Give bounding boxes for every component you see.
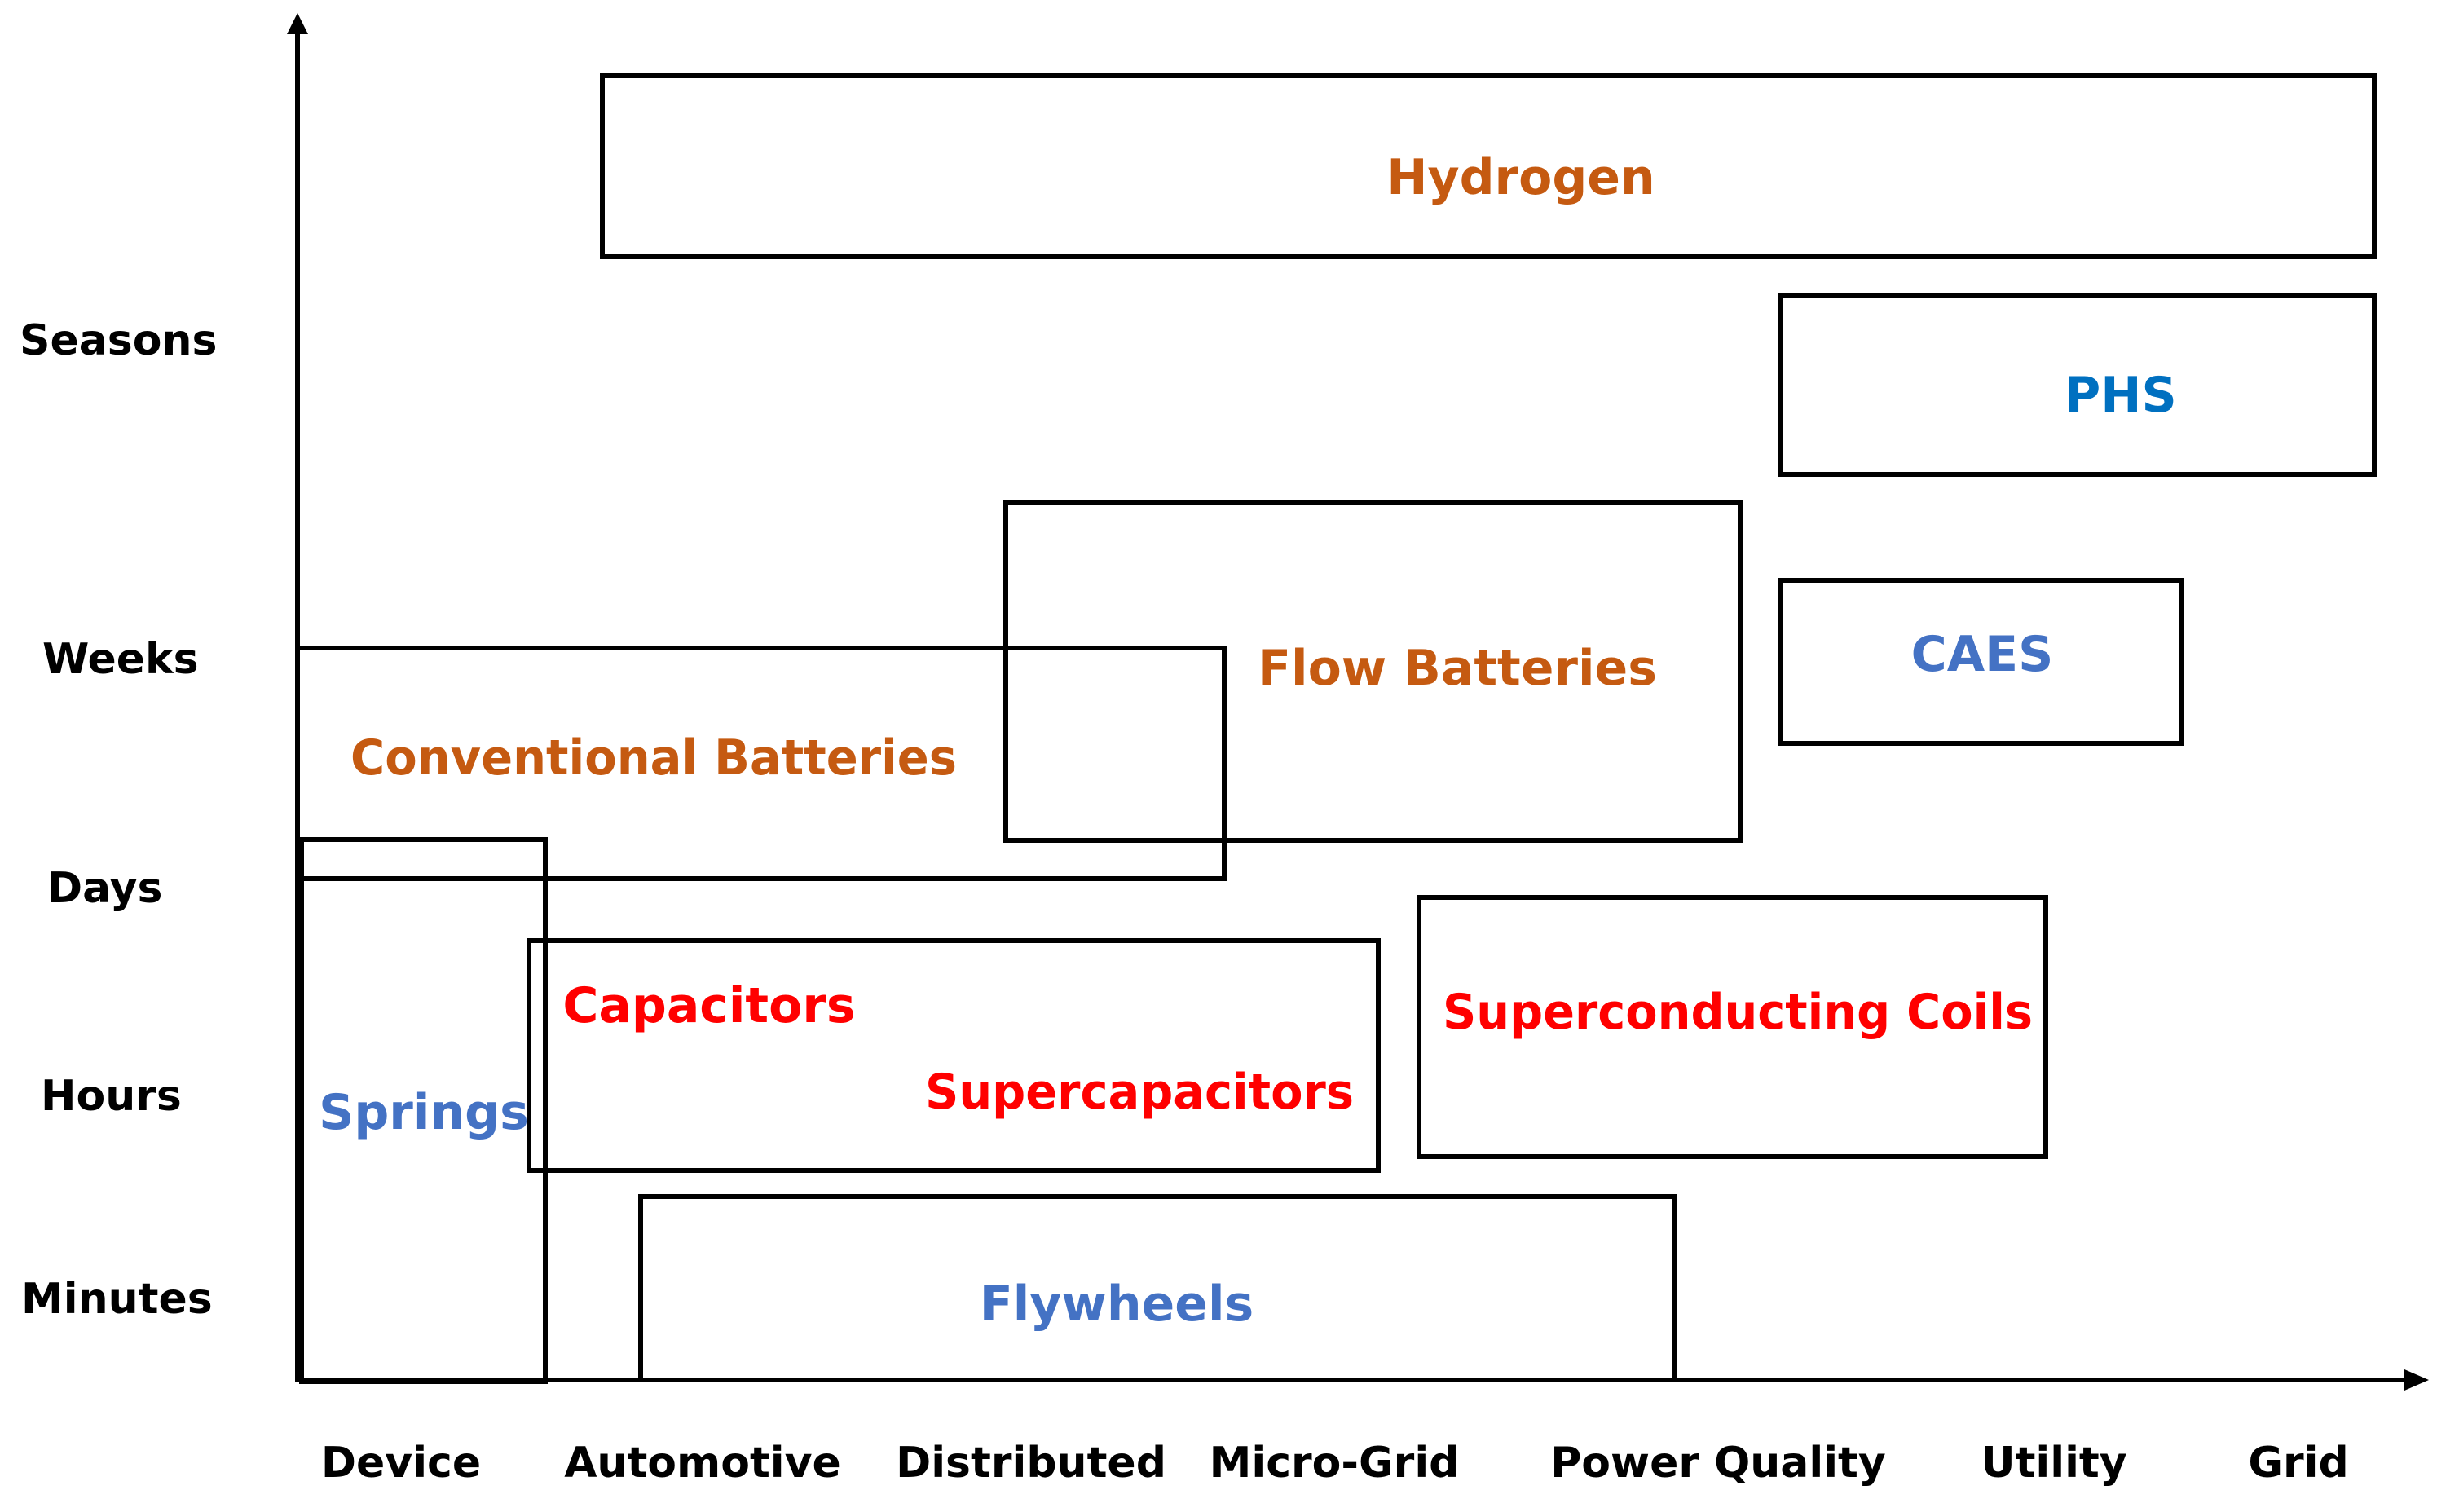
superconducting-coils-box bbox=[1417, 895, 2048, 1159]
y-label-seasons: Seasons bbox=[20, 316, 217, 365]
x-label-distributed: Distributed bbox=[896, 1439, 1166, 1488]
x-label-utility: Utility bbox=[1981, 1439, 2126, 1488]
supercapacitors-label: Supercapacitors bbox=[925, 1064, 1354, 1121]
capacitors-box bbox=[527, 938, 1381, 1173]
conventional-batteries-box bbox=[297, 646, 1227, 881]
springs-box bbox=[299, 837, 548, 1384]
flow-batteries-label: Flow Batteries bbox=[1258, 640, 1657, 697]
x-label-grid: Grid bbox=[2248, 1439, 2348, 1488]
y-label-minutes: Minutes bbox=[21, 1275, 213, 1324]
flywheels-label: Flywheels bbox=[980, 1276, 1254, 1333]
conventional-batteries-label: Conventional Batteries bbox=[350, 730, 957, 787]
y-label-days: Days bbox=[47, 864, 163, 913]
flow-batteries-box bbox=[1003, 500, 1743, 843]
flywheels-box bbox=[638, 1194, 1677, 1380]
y-label-weeks: Weeks bbox=[42, 635, 199, 684]
x-label-automotive: Automotive bbox=[564, 1439, 841, 1488]
x-axis-arrowhead bbox=[2404, 1369, 2429, 1391]
phs-label: PHS bbox=[2065, 367, 2176, 424]
x-label-power-quality: Power Quality bbox=[1550, 1439, 1886, 1488]
x-label-device: Device bbox=[321, 1439, 481, 1488]
springs-label: Springs bbox=[319, 1084, 529, 1141]
x-label-micro-grid: Micro-Grid bbox=[1210, 1439, 1460, 1488]
hydrogen-box bbox=[600, 73, 2377, 259]
y-label-hours: Hours bbox=[41, 1072, 182, 1121]
caes-box bbox=[1778, 578, 2184, 746]
hydrogen-label: Hydrogen bbox=[1386, 149, 1655, 206]
caes-label: CAES bbox=[1911, 626, 2054, 683]
capacitors-label: Capacitors bbox=[562, 977, 855, 1034]
phs-box bbox=[1778, 293, 2377, 477]
superconducting-coils-label: Superconducting Coils bbox=[1443, 984, 2033, 1041]
y-axis-arrowhead bbox=[287, 13, 308, 34]
